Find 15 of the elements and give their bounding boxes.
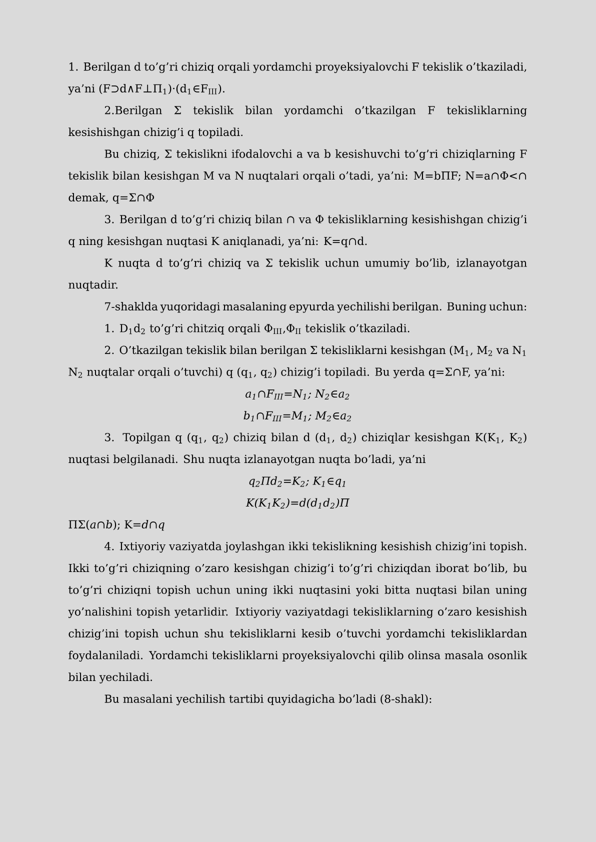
paragraph: Bu chiziq, Σ tekislikni ifodalovchi a va b kesishuvchi to’g’ri chiziqlarning F tekislik bilan kesishgan M va N nuqtalari orqali o’tadi, ya’ni: M=bΠF; N=a∩Φ<∩ demak, q=Σ∩Φ (68, 149, 527, 204)
paragraph: ΠΣ(a∩b); K=d∩q (68, 520, 164, 531)
paragraph: 3. Berilgan d to’g’ri chiziq bilan ∩ va Φ tekisliklarning kesishishgan chizig’i q ning kesishgan nuqtasi K aniqlanadi, ya’ni: K=q∩d. (68, 214, 527, 248)
paragraph: Bu masalani yechilish tartibi quyidagicha bo’ladi (8-shakl): (104, 694, 432, 706)
formula-line: q$_{2}$Πd$_{2}$=K$_{2}$; K$_{1}$∈q$_{1}$ (249, 476, 346, 488)
paragraph: 1. D$_{1}$d$_{2}$ to’g’ri chitziq orqali Φ$_{III}$,Φ$_{II}$ tekislik o’tkaziladi. (106, 324, 410, 335)
paragraph: K nuqta d to’g’ri chiziq va Σ tekislik uchun umumiy bo’lib, izlanayotgan nuqtadir. (68, 258, 527, 291)
formula-line: a$_{1}$∩F$_{III}$=N$_{1}$; N$_{2}$∈a$_{2}$ (246, 390, 350, 400)
paragraph: 7-shaklda yuqoridagi masalaning epyurda yechilishi berilgan. Buning uchun: (105, 302, 526, 313)
formula-line: b$_{1}$∩F$_{III}$=M$_{1}$; M$_{2}$∈a$_{2}$ (244, 411, 352, 422)
paragraph: 1. Berilgan d to’g’ri chiziq orqali yordamchi proyeksiyalovchi F tekislik o’tkaziladi, ya’ni (F⊃d∧F⊥Π$_{1}$)·(d$_{1}$∈F$_{III}$). (68, 62, 526, 95)
paragraph: 2.Berilgan Σ tekislik bilan yordamchi o’tkazilgan F tekisliklarning kesishishgan chizig’i q topiladi. (68, 106, 527, 138)
paragraph: 2. O’tkazilgan tekislik bilan berilgan Σ tekisliklarni kesishgan (M$_{1}$, M$_{2}$ va N$_{1}$ N$_{2}$ nuqtalar orqali o’tuvchi) q (q$_{1}$, q$_{2}$) chizig’i topiladi. Bu yerda q=Σ∩F, ya’ni: (68, 346, 526, 378)
paragraph: 4. Ixtiyoriy vaziyatda joylashgan ikki tekislikning kesishish chizig’ini topish. Ikki to’g’ri chiziqning o’zaro kesishgan chizig’i to’g’ri chiziqdan iborat bo’lib, bu to’g’ri chiziqni topish uchun uning ikki nuqtasini yoki bitta nuqtasi bilan uning yo’nalishini topish yetarlidir. Ixtiyoriy vaziyatdagi tekisliklarning o’zaro kesishish chizig’ini topish uchun shu tekisliklarni kesib o’tuvchi yordamchi tekisliklardan foydalaniladi. Yordamchi tekisliklarni proyeksiyalovchi qilib olinsa masala osonlik bilan yechiladi. (68, 542, 528, 684)
formula-line: K(K$_{1}$K$_{2}$)=d(d$_{1}$d$_{2}$)Π (246, 498, 350, 508)
